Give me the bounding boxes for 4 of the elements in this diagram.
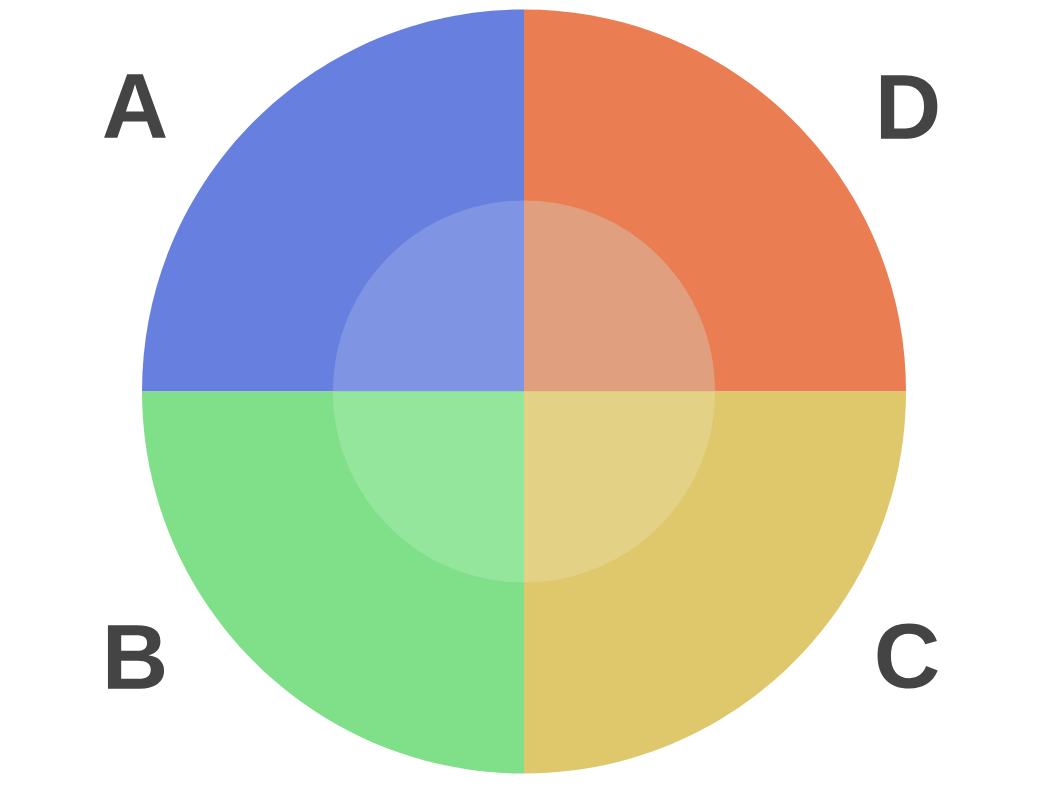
- letter-label: D: [880, 75, 938, 139]
- letter-label: C: [877, 623, 938, 689]
- letter-label: B: [107, 625, 165, 689]
- letter-label: A: [104, 74, 166, 138]
